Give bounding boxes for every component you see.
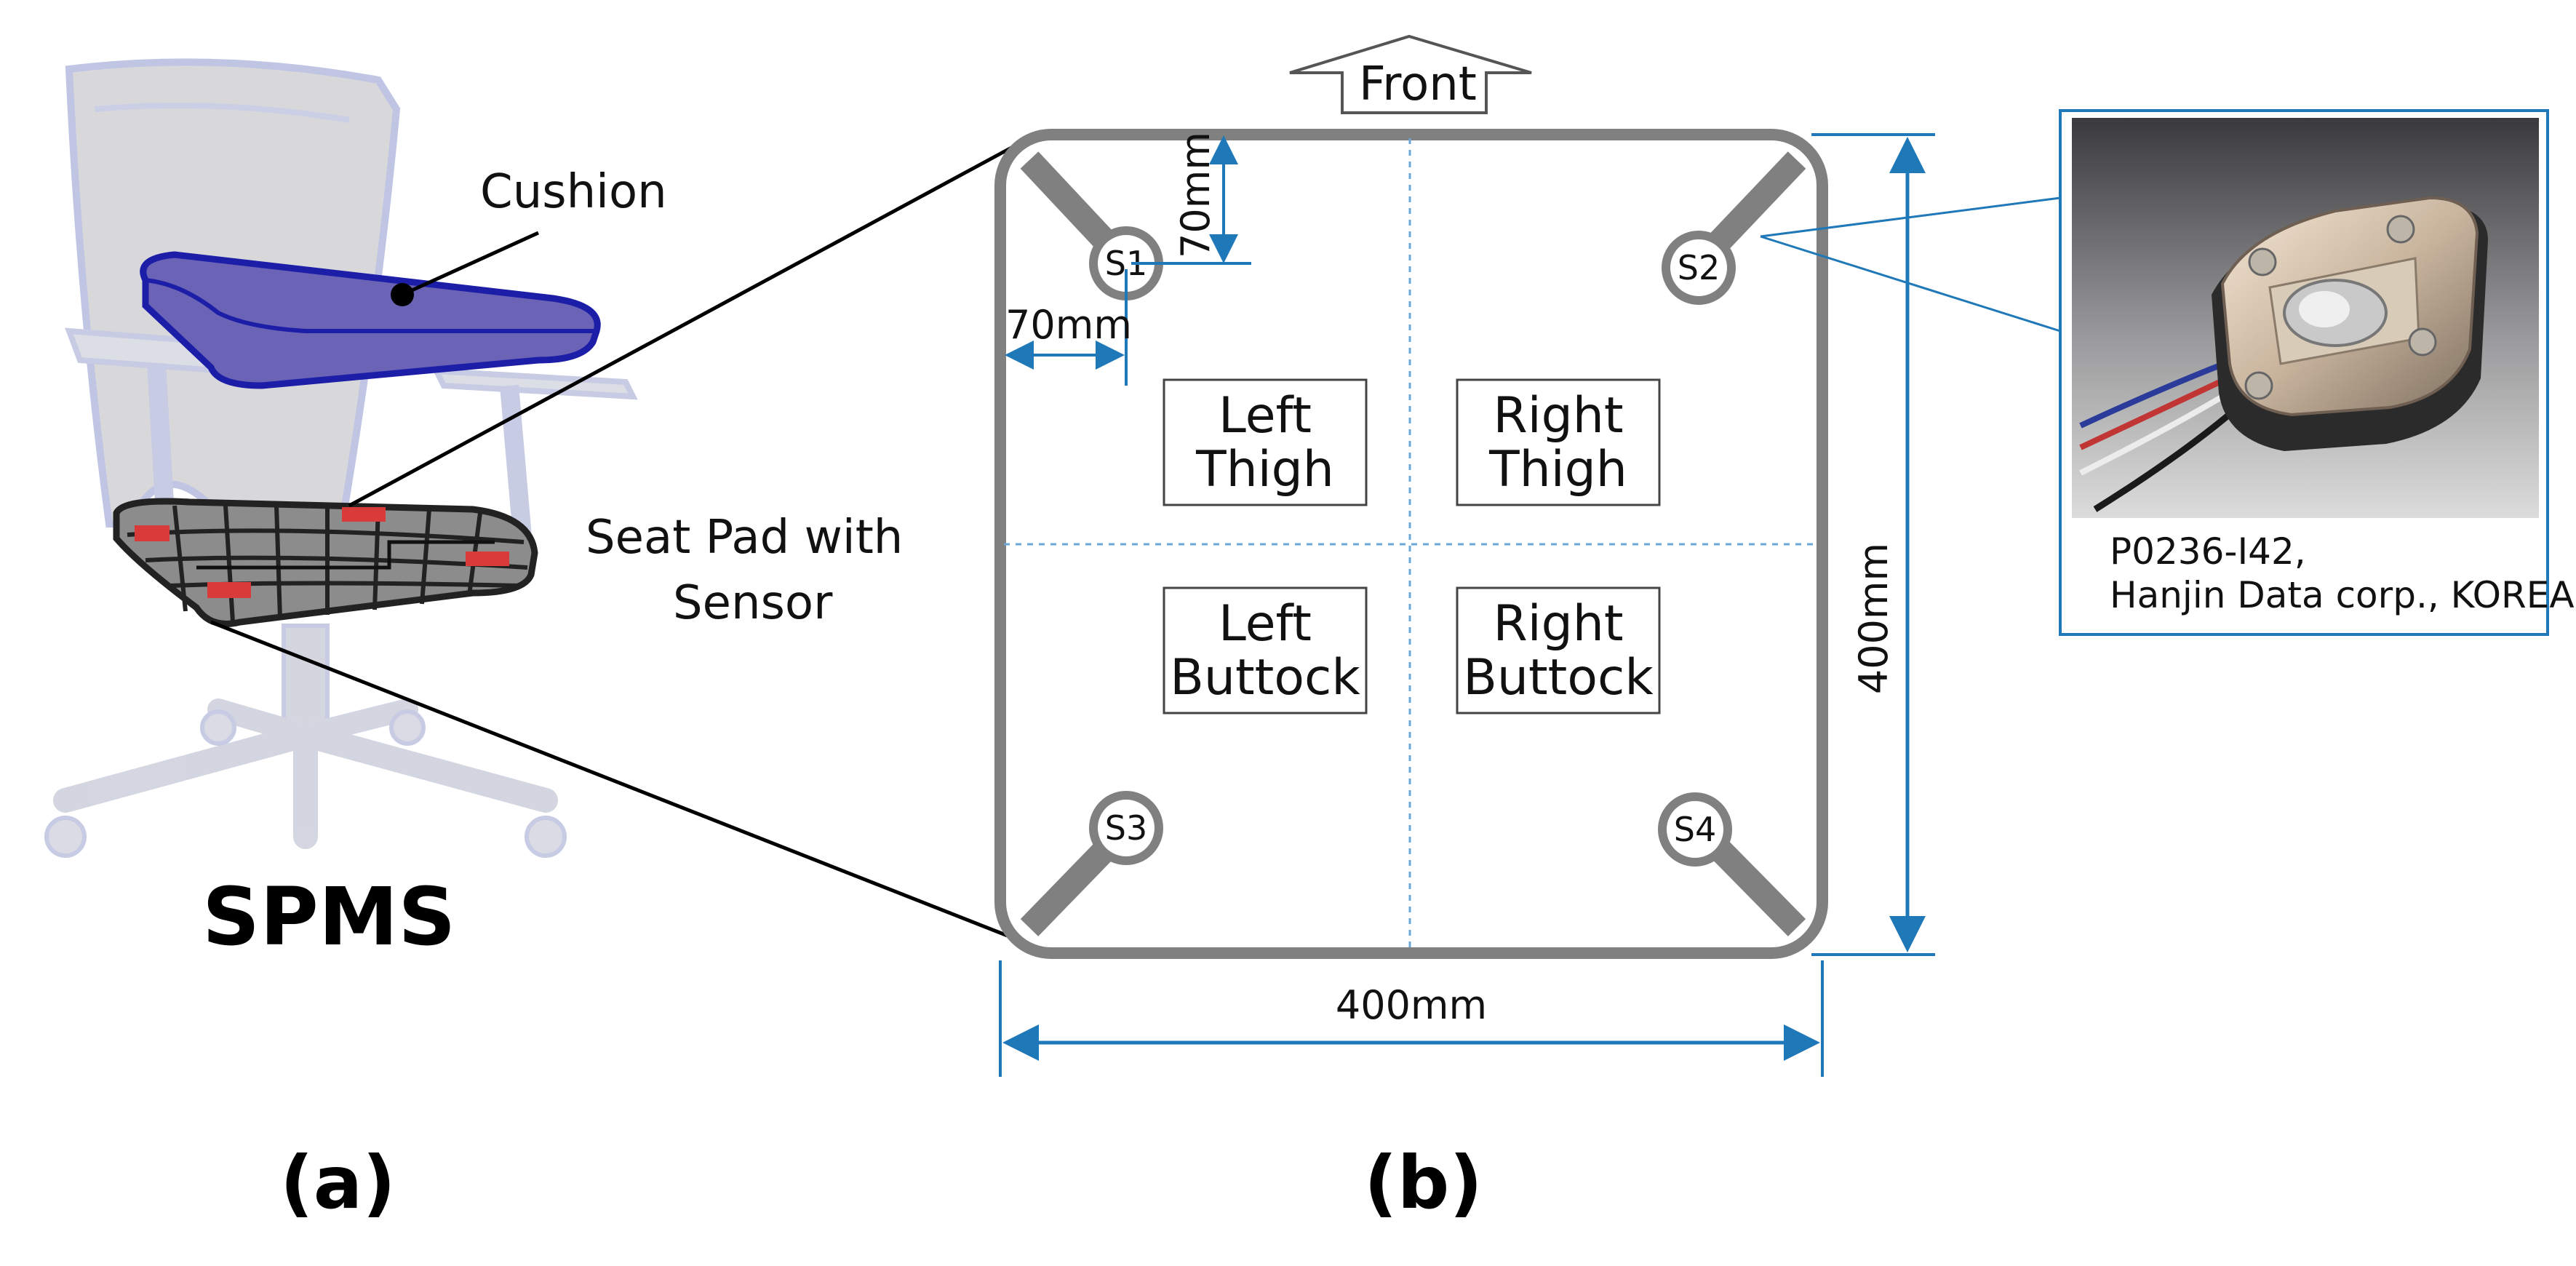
offset-vertical-label: 70mm	[1173, 132, 1219, 258]
sensor-circle	[1089, 791, 1163, 865]
pad-sensor-marker	[207, 582, 251, 598]
offset-dimension-horizontal	[1005, 269, 1128, 386]
seat-pad	[113, 498, 538, 627]
region-right-buttock: Right Buttock	[1456, 586, 1661, 714]
region-left-thigh: Left Thigh	[1163, 378, 1368, 506]
offset-dimension-vertical	[1131, 135, 1251, 265]
pad-sensor-marker	[135, 525, 170, 541]
callout-line-bottom	[1760, 235, 2061, 333]
load-cell-photo	[2072, 118, 2539, 518]
panel-b-caption: (b)	[1364, 1140, 1483, 1225]
sensor-s2: S2	[1662, 231, 1736, 305]
sensor-circle	[1662, 231, 1736, 305]
sensor-s4: S4	[1658, 792, 1732, 867]
load-cell-model: P0236-I42,	[2110, 530, 2306, 573]
region-left-buttock: Left Buttock	[1163, 586, 1368, 714]
sensor-s3: S3	[1089, 791, 1163, 865]
seat-pad-grid	[127, 505, 528, 623]
panel-a-caption: (a)	[280, 1140, 396, 1225]
zoom-line-bottom	[210, 620, 1016, 941]
sensor-label: S4	[1674, 810, 1716, 849]
sensor-circle	[1658, 792, 1732, 867]
zoom-line-top	[348, 140, 1024, 508]
pad-sensor-marker	[342, 507, 386, 522]
cushion-label: Cushion	[480, 165, 667, 219]
region-line2: Buttock	[1170, 649, 1360, 706]
pad-sensor-marker	[466, 552, 509, 566]
region-line2: Thigh	[1488, 441, 1627, 498]
load-cell-maker: Hanjin Data corp., KOREA	[2110, 574, 2575, 616]
seat-pad-label-line2: Sensor	[673, 576, 833, 630]
width-dimension	[999, 960, 1824, 1077]
region-line2: Thigh	[1195, 441, 1334, 498]
spms-title: SPMS	[202, 870, 456, 963]
callout-line-top	[1760, 196, 2061, 238]
load-cell-callout: P0236-I42, Hanjin Data corp., KOREA	[2059, 109, 2575, 636]
region-right-thigh: Right Thigh	[1456, 378, 1661, 506]
cushion	[140, 231, 601, 389]
region-line1: Left	[1219, 595, 1312, 653]
width-label: 400mm	[1336, 982, 1487, 1028]
seat-pad-label-line1: Seat Pad with	[586, 511, 903, 565]
region-line2: Buttock	[1463, 649, 1654, 706]
region-line1: Right	[1493, 595, 1623, 653]
sensor-label: S2	[1678, 248, 1720, 287]
sensor-label: S3	[1105, 808, 1147, 848]
offset-horizontal-label: 70mm	[1005, 302, 1132, 348]
height-label: 400mm	[1851, 543, 1897, 694]
front-arrow	[1289, 34, 1532, 114]
region-line1: Left	[1219, 387, 1312, 445]
front-label: Front	[1359, 57, 1477, 111]
region-line1: Right	[1493, 387, 1623, 445]
height-dimension	[1811, 133, 1935, 956]
